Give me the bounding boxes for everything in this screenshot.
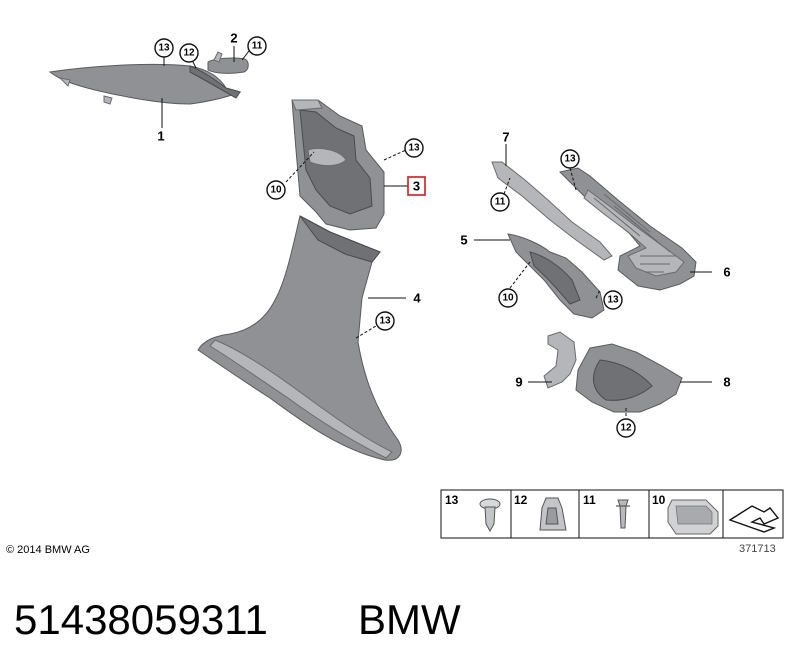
svg-text:12: 12 (183, 48, 195, 59)
brand-caption: BMW (358, 596, 461, 643)
part-number-caption: 51438059311 (14, 596, 268, 643)
callout-11-part-7: 11 (490, 192, 510, 212)
callout-11-part-2: 11 (247, 36, 267, 56)
callout-9: 9 (515, 375, 522, 390)
callout-13-part-3: 13 (404, 138, 424, 158)
svg-text:2: 2 (230, 31, 237, 46)
callout-13-part-5: 13 (603, 290, 623, 310)
svg-text:10: 10 (502, 293, 514, 304)
svg-text:13: 13 (607, 295, 619, 306)
part-6-vent-panel (559, 167, 697, 291)
callout-6: 6 (723, 265, 730, 280)
leader-lines (161, 46, 712, 418)
svg-text:10: 10 (652, 493, 666, 507)
callout-1: 1 (157, 129, 164, 144)
legend-item-11: 11 (583, 493, 630, 529)
svg-text:4: 4 (413, 291, 421, 306)
callout-12-part-8: 12 (616, 418, 636, 438)
legend-item-12: 12 (514, 493, 567, 531)
svg-text:3: 3 (413, 179, 420, 194)
callout-4: 4 (413, 291, 421, 306)
svg-text:11: 11 (495, 197, 506, 208)
svg-text:11: 11 (252, 41, 263, 52)
callout-3-highlighted: 3 (407, 176, 426, 196)
spring-clip-icon (539, 497, 567, 531)
copyright-notice: © 2014 BMW AG (6, 544, 90, 556)
callout-5: 5 (460, 233, 467, 248)
part-8-lower-cover (575, 343, 683, 413)
install-direction-icon (728, 505, 780, 533)
diagram-id: 371713 (739, 543, 776, 555)
svg-text:9: 9 (515, 375, 522, 390)
svg-text:7: 7 (502, 130, 509, 145)
svg-text:10: 10 (270, 185, 282, 196)
svg-text:11: 11 (583, 493, 596, 507)
callout-8: 8 (723, 375, 730, 390)
part-1-trim-panel (48, 63, 242, 105)
svg-text:1: 1 (157, 129, 164, 144)
callout-10-part-3: 10 (266, 180, 286, 200)
part-3-upper-pillar-trim (291, 99, 385, 231)
svg-text:12: 12 (620, 423, 632, 434)
svg-text:13: 13 (379, 316, 391, 327)
svg-text:5: 5 (460, 233, 467, 248)
rivet-icon (616, 499, 630, 529)
part-9-bracket (543, 331, 577, 389)
svg-text:13: 13 (158, 43, 170, 54)
callout-2: 2 (230, 31, 237, 46)
callouts: 13 12 2 11 1 13 3 10 4 (154, 31, 731, 438)
push-clip-icon (479, 498, 501, 533)
part-5-curved-trim (507, 233, 605, 319)
callout-10-part-5: 10 (498, 288, 518, 308)
svg-text:12: 12 (514, 493, 528, 507)
legend: 13 12 11 10 (440, 489, 784, 539)
svg-text:13: 13 (445, 493, 459, 507)
svg-text:8: 8 (723, 375, 730, 390)
callout-12-part-1: 12 (179, 43, 199, 63)
callout-13-part-4: 13 (375, 311, 395, 331)
part-4-lower-pillar-trim (197, 215, 402, 461)
svg-text:13: 13 (408, 143, 420, 154)
svg-text:13: 13 (564, 154, 576, 165)
svg-text:6: 6 (723, 265, 730, 280)
callout-13-part-6: 13 (560, 149, 580, 169)
legend-item-13: 13 (445, 493, 501, 533)
legend-item-10: 10 (652, 493, 719, 535)
callout-13-part-1: 13 (154, 38, 174, 58)
callout-7: 7 (502, 130, 509, 145)
part-7-strip (491, 161, 613, 261)
badge-insert-icon (667, 499, 719, 535)
part-2-clip (207, 51, 249, 74)
